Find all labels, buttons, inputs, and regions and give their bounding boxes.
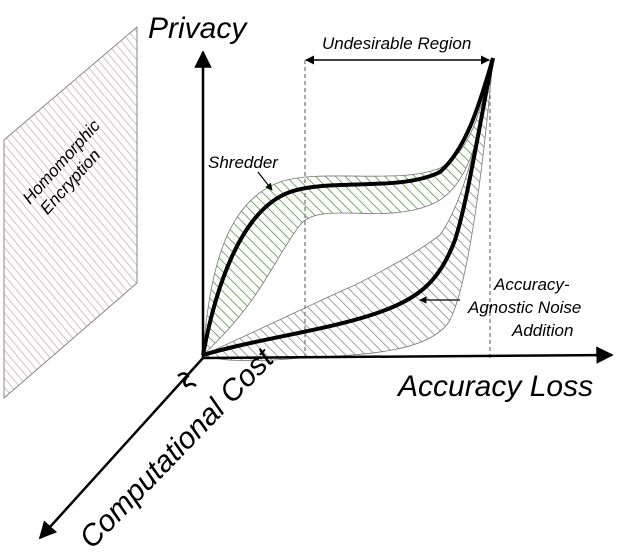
axis-break-mark: [177, 372, 197, 388]
computational-cost-label: Computational Cost: [73, 341, 281, 555]
privacy-label: Privacy: [148, 12, 248, 45]
shredder-label: Shredder: [208, 153, 279, 172]
computational-cost-axis: [38, 357, 204, 540]
accuracy-loss-label: Accuracy Loss: [396, 370, 593, 403]
noise-label-line2: Agnostic Noise: [467, 298, 581, 317]
noise-label-line1: Accuracy-: [493, 275, 570, 294]
homomorphic-panel: [3, 25, 138, 400]
shredder-curve: [201, 57, 495, 356]
accuracy-loss-axis: [202, 346, 614, 364]
noise-curve: [202, 57, 495, 357]
noise-label-line3: Addition: [511, 321, 573, 340]
undesirable-region-label: Undesirable Region: [322, 34, 471, 53]
shredder-pointer: [257, 171, 273, 191]
